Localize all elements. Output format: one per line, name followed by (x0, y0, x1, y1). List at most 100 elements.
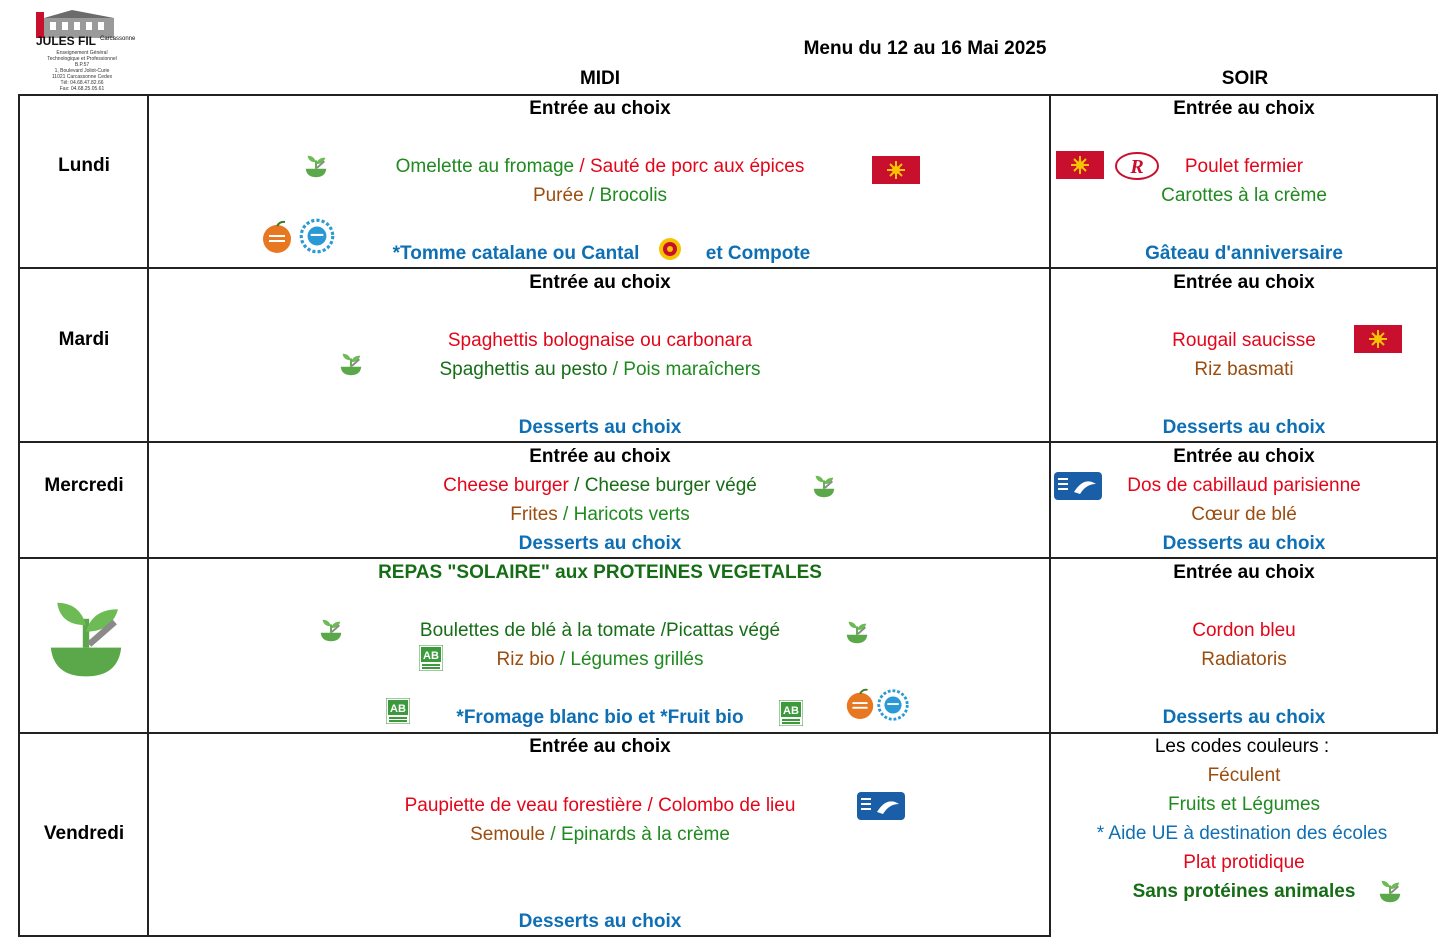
jeudi-soir-side: Radiatoris (1201, 649, 1287, 670)
vegetarian-plant-icon (810, 472, 838, 500)
separator: / (568, 475, 585, 496)
mardi-soir-side: Riz basmati (1194, 359, 1294, 380)
mardi-midi-veg-b: Pois maraîchers (623, 359, 761, 380)
mardi-midi-veg: Spaghettis au pesto / Pois maraîchers (439, 358, 760, 382)
vendredi-midi-side: Semoule / Epinards à la crème (470, 823, 730, 847)
mercredi-midi-plat-a: Cheese burger (443, 475, 569, 496)
msc-sustainable-fishing-icon (1054, 472, 1102, 500)
lundi-midi-side: Purée / Brocolis (533, 184, 667, 208)
midi-header: MIDI (579, 68, 621, 89)
separator: / (545, 824, 561, 845)
legend-fruits-legumes: Fruits et Légumes (1167, 794, 1321, 815)
lundi-midi-dessert-a: *Tomme catalane ou Cantal (392, 243, 640, 264)
lundi-midi-entree: Entrée au choix (529, 98, 671, 119)
jeudi-midi-dessert: *Fromage blanc bio et *Fruit bio (456, 707, 744, 728)
soir-header: SOIR (1221, 68, 1269, 89)
occitanie-flag-icon (1056, 151, 1104, 179)
milk-school-scheme-icon (296, 215, 338, 257)
mardi-midi-dessert: Desserts au choix (518, 417, 682, 438)
legend-title: Les codes couleurs : (1154, 736, 1330, 757)
mardi-midi-veg-a: Spaghettis au pesto (439, 359, 608, 380)
mardi-soir-dessert: Desserts au choix (1162, 417, 1326, 438)
vendredi-midi-dessert: Desserts au choix (518, 911, 682, 932)
mercredi-midi-side-a: Frites (510, 504, 558, 525)
vegetarian-plant-icon (302, 152, 330, 180)
jeudi-midi-side-b: Légumes grillés (570, 649, 704, 670)
grid-col-midi (1049, 94, 1051, 937)
logo-line: 1, Boulevard Joliot-Curie (54, 68, 110, 74)
day-mercredi: Mercredi (44, 475, 124, 496)
grid-line-bottom (19, 935, 1051, 937)
jeudi-midi-side: Riz bio / Légumes grillés (497, 648, 704, 672)
lundi-soir-side: Carottes à la crème (1161, 185, 1327, 206)
grid-col-day (147, 94, 149, 937)
grid-line-top (19, 94, 1438, 96)
grid-col-right (1436, 94, 1438, 734)
label-rouge-icon (1114, 151, 1160, 181)
logo-name: JULES FIL (36, 34, 97, 48)
organic-ab-icon (419, 645, 443, 671)
vendredi-midi-side-a: Semoule (470, 824, 546, 845)
lundi-midi-plat: Omelette au fromage / Sauté de porc aux … (396, 155, 805, 179)
lundi-soir-entree: Entrée au choix (1173, 98, 1315, 119)
mercredi-midi-plat: Cheese burger / Cheese burger végé (443, 474, 757, 498)
jeudi-midi-plat: Boulettes de blé à la tomate /Picattas v… (419, 620, 781, 641)
mercredi-midi-side-b: Haricots verts (573, 504, 690, 525)
jeudi-midi-side-a: Riz bio (496, 649, 555, 670)
logo-line: Enseignement Général (56, 50, 108, 56)
logo-line: Technologique et Professionnel (47, 56, 117, 62)
school-logo-graphic (36, 10, 114, 38)
lundi-midi-plat-b: Sauté de porc aux épices (589, 156, 805, 177)
vegetarian-plant-icon (843, 618, 871, 646)
grid-line-2 (19, 441, 1438, 443)
menu-title: Menu du 12 au 16 Mai 2025 (803, 38, 1047, 59)
solar-plant-icon (38, 568, 134, 708)
grid-col-left (18, 94, 20, 937)
lundi-soir-plat: Poulet fermier (1184, 156, 1304, 177)
mercredi-midi-side: Frites / Haricots verts (510, 503, 689, 527)
separator: / (574, 156, 590, 177)
occitanie-flag-icon (872, 156, 920, 184)
logo-address: Enseignement Général Technologique et Pr… (26, 50, 138, 92)
vegetarian-plant-icon (337, 350, 365, 378)
mercredi-soir-plat: Dos de cabillaud parisienne (1127, 475, 1361, 496)
lundi-soir-dessert: Gâteau d'anniversaire (1145, 243, 1343, 264)
legend-aide-ue: * Aide UE à destination des écoles (1096, 823, 1388, 844)
jeudi-midi-entree: REPAS "SOLAIRE" aux PROTEINES VEGETALES (378, 562, 822, 583)
logo-line: Tél: 04.68.47.82.66 (60, 80, 104, 86)
fruit-school-scheme-icon (260, 220, 294, 254)
vendredi-midi-entree: Entrée au choix (529, 736, 671, 757)
logo-city: Carcassonne (100, 36, 136, 42)
mardi-soir-entree: Entrée au choix (1173, 272, 1315, 293)
lundi-midi-side-a: Purée (532, 185, 584, 206)
milk-school-scheme-icon (874, 686, 912, 724)
day-vendredi: Vendredi (43, 823, 125, 844)
mercredi-midi-entree: Entrée au choix (529, 446, 671, 467)
vegetarian-plant-icon (317, 616, 345, 644)
occitanie-flag-icon (1354, 325, 1402, 353)
separator: / (557, 504, 574, 525)
separator: / (607, 359, 624, 380)
mercredi-midi-plat-b: Cheese burger végé (584, 475, 757, 496)
mercredi-midi-dessert: Desserts au choix (518, 533, 682, 554)
jeudi-soir-entree: Entrée au choix (1173, 562, 1315, 583)
logo-line: Fax: 04.68.25.05.61 (59, 86, 105, 92)
lundi-midi-dessert-b: et Compote (705, 243, 811, 264)
logo-line: 11021 Carcassonne Cedex (51, 74, 113, 80)
legend-sans-proteines: Sans protéines animales (1132, 881, 1356, 902)
legend-feculent: Féculent (1207, 765, 1281, 786)
mardi-midi-entree: Entrée au choix (529, 272, 671, 293)
vegetarian-plant-icon (1376, 877, 1404, 905)
mardi-soir-plat: Rougail saucisse (1172, 330, 1316, 351)
jeudi-soir-dessert: Desserts au choix (1162, 707, 1326, 728)
msc-sustainable-fishing-icon (857, 792, 905, 820)
school-logo: JULES FIL Carcassonne Enseignement Génér… (22, 8, 142, 92)
fruit-school-scheme-icon (844, 688, 876, 720)
lundi-midi-plat-a: Omelette au fromage (395, 156, 575, 177)
jeudi-soir-plat: Cordon bleu (1192, 620, 1296, 641)
logo-line: B.P.57 (74, 62, 90, 68)
vendredi-midi-side-b: Epinards à la crème (560, 824, 730, 845)
grid-line-1 (19, 267, 1438, 269)
mercredi-soir-dessert: Desserts au choix (1162, 533, 1326, 554)
legend-protidique: Plat protidique (1183, 852, 1305, 873)
